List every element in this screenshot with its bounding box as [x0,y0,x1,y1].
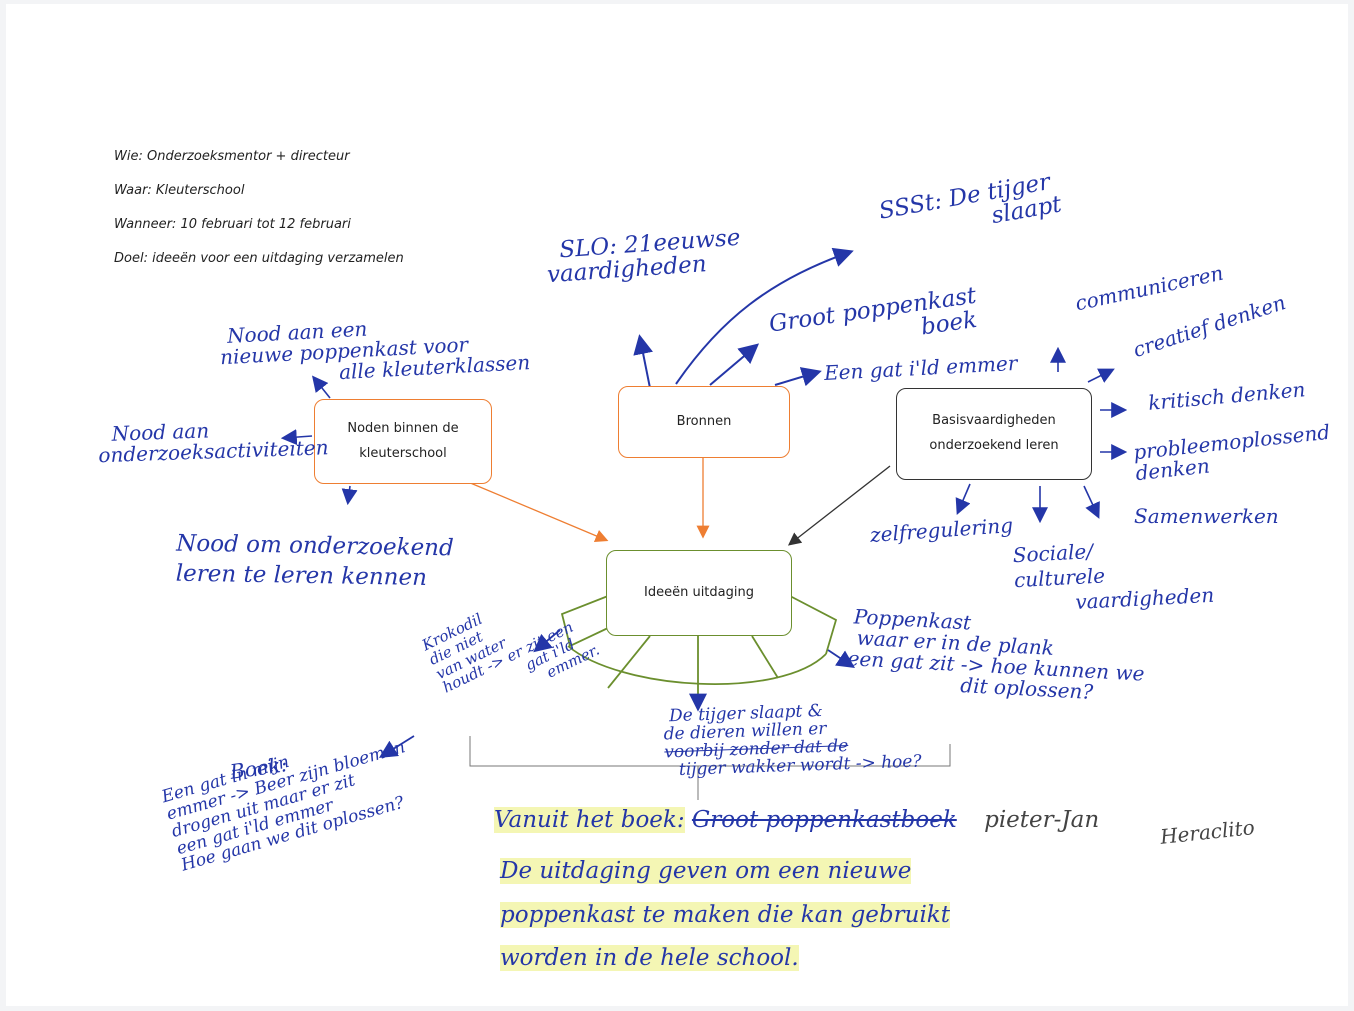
box-ideeen-uitdaging: Ideeën uitdaging [606,550,792,636]
box-noden-line1: Noden binnen de [347,420,459,436]
grey-bracket [469,736,951,767]
header-waar: Waar: Kleuterschool [114,183,245,198]
note-sociale-culturele: Sociale/ culturele vaardigheden [1012,539,1215,615]
box-basis-line1: Basisvaardigheden [932,413,1056,429]
arrow-fan-krokodil [533,629,561,653]
note-poppenkast-plank: Poppenkast waar er in de plank een gat z… [847,604,1146,704]
arrow-bronnen-ssst [675,247,854,385]
note-nood-onderzoeksactiviteiten: Nood aan onderzoeksactiviteiten [98,418,329,468]
arrow-basis-to-ideeen [787,465,891,546]
arrow-krokodil-boek [378,735,415,758]
box-basis-line2: onderzoekend leren [929,438,1059,453]
note-vanuit-het-boek: Vanuit het boek: Groot poppenkastboek pi… [494,807,1100,833]
paper-sheet [6,4,1348,1006]
arrow-bronnen-groot [709,343,760,386]
header-wie: Wie: Onderzoeksmentor + directeur [114,149,350,164]
box-bronnen: Bronnen [618,386,790,458]
arrow-noden-onderzoekend [341,485,358,506]
box-noden: Noden binnen de kleuterschool [314,399,492,484]
ideeen-fan [560,595,838,694]
header-wanneer: Wanneer: 10 februari tot 12 februari [114,217,351,232]
arrow-basis-zelfregulering [955,483,971,515]
arrow-basis-samenwerken [1083,485,1100,519]
note-nood-onderzoekend-leren: Nood om onderzoekend leren te leren kenn… [175,530,454,592]
note-uitdaging: De uitdaging geven om een nieuwe poppenk… [500,858,950,972]
note-samenwerken: Samenwerken [1134,504,1279,528]
arrow-bronnen-gat [774,367,822,387]
arrow-noden-to-ideeen [467,481,609,542]
note-tijger-slaapt: De tijger slaapt & de dieren willen er v… [663,700,922,780]
arrow-bronnen-slo [633,334,653,389]
arrow-basis-creatief [1087,368,1115,383]
box-noden-line2: kleuterschool [359,445,447,461]
arrow-noden-onderzoek [280,429,313,446]
box-bronnen-label: Bronnen [676,413,732,429]
box-basisvaardigheden: Basisvaardigheden onderzoekend leren [896,388,1092,480]
box-ideeen-label: Ideeën uitdaging [644,584,754,600]
arrow-fan-poppenkast [827,649,855,668]
header-doel: Doel: ideeën voor een uitdaging verzamel… [114,251,404,266]
arrow-noden-poppenkast [312,375,331,399]
